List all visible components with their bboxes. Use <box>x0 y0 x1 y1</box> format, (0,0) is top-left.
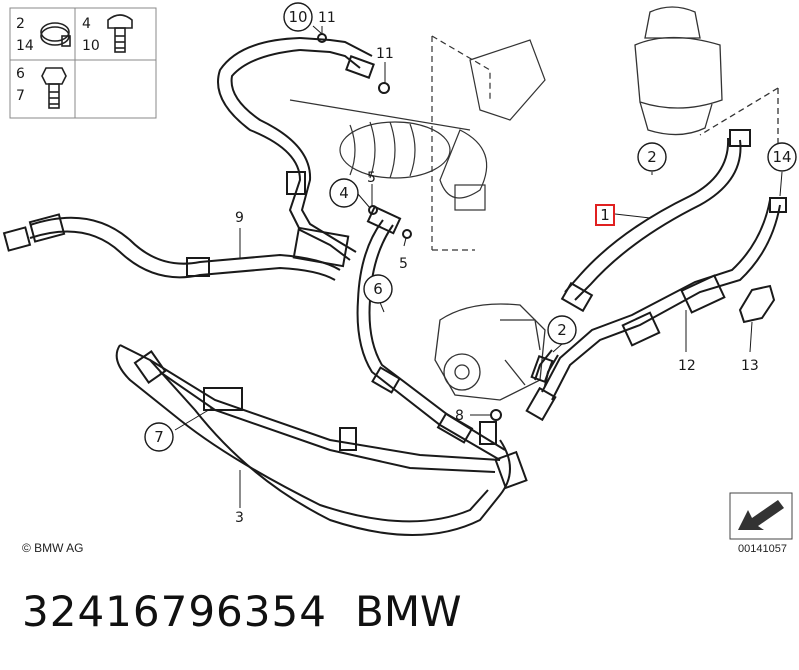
svg-text:2: 2 <box>647 148 657 166</box>
fluid-reservoir <box>634 6 779 170</box>
callout-6: 6 <box>363 274 393 304</box>
hose-clamp-icon <box>40 22 71 47</box>
leader-lines <box>174 25 783 508</box>
callout-1-highlighted: 1 <box>595 204 615 226</box>
callout-13: 13 <box>741 358 759 374</box>
legend-label-10: 10 <box>82 38 100 54</box>
callout-4: 4 <box>329 178 359 208</box>
svg-text:10: 10 <box>288 8 307 26</box>
svg-text:14: 14 <box>772 148 791 166</box>
callout-7: 7 <box>144 422 174 452</box>
part-number: 32416796354 <box>22 587 327 636</box>
copyright-notice: © BMW AG <box>22 541 84 555</box>
callout-5-bottom: 5 <box>399 256 408 272</box>
legend-label-7: 7 <box>16 88 25 104</box>
legend-label-14: 14 <box>16 38 34 54</box>
svg-text:1: 1 <box>600 206 610 224</box>
power-steering-pump <box>434 303 546 401</box>
hose-lines <box>2 33 787 536</box>
callout-14: 14 <box>767 142 797 172</box>
svg-text:4: 4 <box>339 184 349 202</box>
legend-label-6: 6 <box>16 66 25 82</box>
brand-name: BMW <box>355 587 462 636</box>
banjo-bolt-icon <box>107 14 133 53</box>
steering-gear <box>289 35 546 251</box>
hex-bolt-icon <box>41 67 67 109</box>
callout-2-upper: 2 <box>637 142 667 172</box>
callout-9: 9 <box>235 210 244 226</box>
svg-text:2: 2 <box>557 321 567 339</box>
legend-label-4: 4 <box>82 16 91 32</box>
svg-text:7: 7 <box>154 428 164 446</box>
callout-2-lower: 2 <box>547 315 577 345</box>
callout-11-right: 11 <box>376 46 394 62</box>
legend-label-2: 2 <box>16 16 25 32</box>
callout-5-top: 5 <box>367 170 376 186</box>
callout-8: 8 <box>455 408 464 424</box>
callout-10: 10 <box>283 2 313 32</box>
diagram-code: 00141057 <box>738 543 787 555</box>
orientation-arrow-icon <box>729 492 793 540</box>
hardware-legend: 2 14 4 10 6 7 <box>9 7 157 119</box>
callout-12: 12 <box>678 358 696 374</box>
callout-11-top: 11 <box>318 10 336 26</box>
svg-text:6: 6 <box>373 280 383 298</box>
callout-3: 3 <box>235 510 244 526</box>
